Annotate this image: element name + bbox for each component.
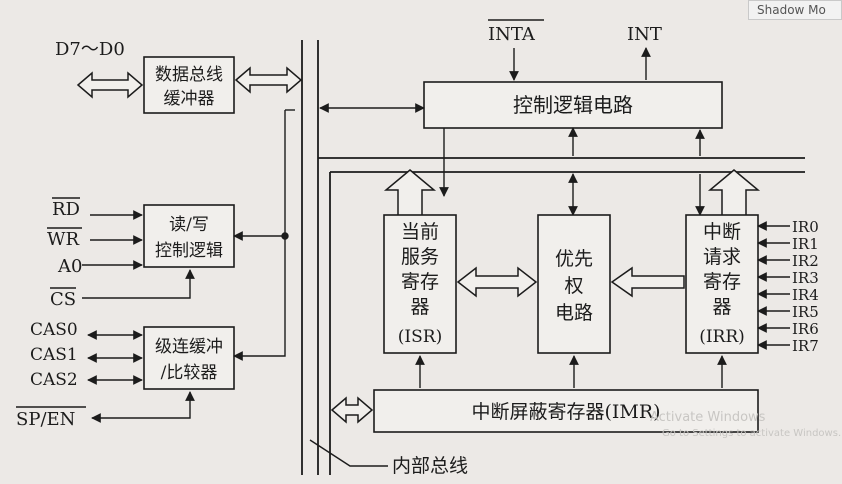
ir6-label: IR6 — [792, 320, 819, 338]
imr-bus-double-arrow — [330, 396, 374, 424]
isr-to-bus-hollow-arrow — [383, 169, 437, 216]
rw-logic-line2: 控制逻辑 — [155, 241, 223, 261]
priority-line1: 优先 — [555, 248, 593, 270]
control-logic-label: 控制逻辑电路 — [513, 93, 633, 117]
a0-signal-label: A0 — [57, 256, 82, 277]
ir1-label: IR1 — [792, 235, 819, 253]
data-bus-buffer-block: 数据总线 缓冲器 — [143, 56, 235, 114]
ir2-label: IR2 — [792, 252, 819, 270]
activate-line1: Activate Windows — [650, 410, 766, 425]
priority-line2: 权 — [564, 275, 583, 297]
ir7-label: IR7 — [792, 337, 819, 355]
ir4-label: IR4 — [792, 286, 819, 304]
isr-block: 当前 服务 寄存 器 (ISR) — [383, 214, 457, 354]
int-signal-label: INT — [627, 24, 662, 45]
wr-signal-label: WR — [47, 229, 80, 250]
imr-label: 中断屏蔽寄存器(IMR) — [471, 401, 660, 423]
ir-input-lines — [757, 221, 790, 350]
priority-resolver-block: 优先 权 电路 — [537, 214, 611, 354]
activate-line2: Go to Settings to activate Windows. — [662, 428, 842, 439]
data-bus-double-arrow — [76, 71, 144, 99]
ir0-label: IR0 — [792, 218, 819, 236]
control-distribution-lines — [233, 109, 295, 361]
cascade-line2: /比较器 — [161, 363, 218, 383]
buffer-to-bus-double-arrow — [234, 66, 303, 94]
rd-signal-label: RD — [52, 199, 80, 220]
irr-block: 中断 请求 寄存 器 (IRR) — [685, 214, 759, 354]
irr-to-priority-arrow — [610, 266, 685, 298]
internal-bus-pointer — [309, 439, 388, 467]
cas0-signal-label: CAS0 — [30, 320, 78, 340]
isr-priority-double-arrow — [456, 266, 538, 298]
isr-line3: 寄存 — [401, 271, 439, 293]
irr-line3: 寄存 — [703, 271, 741, 293]
isr-line4: 器 — [410, 296, 429, 318]
data-bus-buffer-line2: 缓冲器 — [164, 89, 215, 109]
irr-line4: 器 — [712, 296, 731, 318]
isr-line2: 服务 — [401, 246, 439, 268]
rw-logic-line1: 读/写 — [169, 215, 209, 235]
cs-signal-label: CS — [50, 289, 76, 310]
activate-windows-watermark: Activate Windows Go to Settings to activ… — [650, 410, 841, 442]
cascade-buffer-comparator-block: 级连缓冲 /比较器 — [143, 326, 235, 390]
irr-line1: 中断 — [703, 221, 741, 243]
rw-control-logic-block: 读/写 控制逻辑 — [143, 204, 235, 268]
ir-labels: IR0 IR1 IR2 IR3 IR4 IR5 IR6 IR7 — [792, 218, 819, 355]
internal-bus-vertical — [301, 40, 319, 475]
irr-to-bus-hollow-arrow — [707, 169, 761, 216]
data-bus-buffer-line1: 数据总线 — [155, 65, 223, 85]
internal-bus-label: 内部总线 — [392, 455, 468, 477]
isr-abbr: (ISR) — [398, 327, 442, 347]
ir5-label: IR5 — [792, 303, 819, 321]
isr-line1: 当前 — [401, 221, 439, 243]
shadow-mode-button[interactable]: Shadow Mo — [748, 0, 842, 20]
irr-abbr: (IRR) — [699, 327, 745, 347]
data-bus-label: D7～D0 — [55, 39, 125, 60]
cas1-signal-label: CAS1 — [30, 345, 78, 365]
cas2-signal-label: CAS2 — [30, 370, 78, 390]
control-logic-block: 控制逻辑电路 — [423, 81, 723, 129]
cascade-line1: 级连缓冲 — [155, 337, 223, 357]
ir3-label: IR3 — [792, 269, 819, 287]
rw-input-signals: RD WR A0 CS — [47, 197, 195, 310]
priority-line3: 电路 — [555, 302, 593, 324]
imr-block: 中断屏蔽寄存器(IMR) — [373, 389, 759, 433]
cascade-signals: CAS0 CAS1 CAS2 SP/EN — [16, 320, 195, 430]
inta-signal-label: INTA — [488, 24, 536, 45]
sp-en-signal-label: SP/EN — [16, 409, 75, 430]
irr-line2: 请求 — [703, 246, 741, 268]
